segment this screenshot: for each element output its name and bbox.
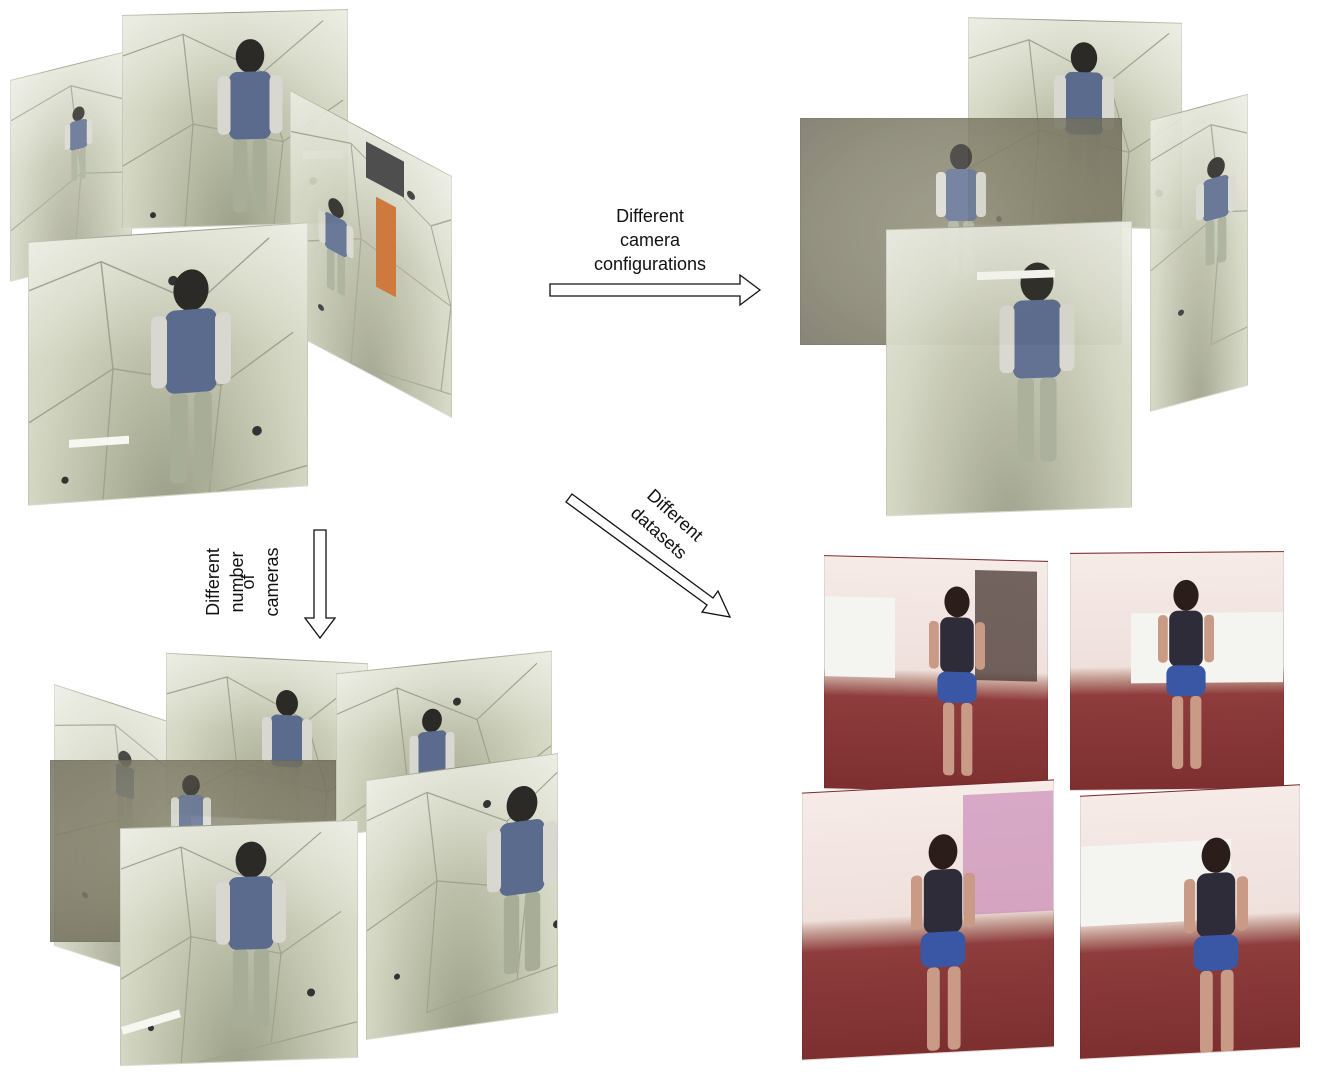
camera-view	[28, 222, 308, 506]
label-line: cameras	[262, 547, 282, 617]
camera-configurations-label: Different camera configurations	[585, 204, 715, 276]
camera-view	[802, 779, 1054, 1061]
label-line: of	[238, 574, 258, 590]
camera-number-group	[40, 640, 570, 1070]
label-line: configurations	[593, 254, 707, 274]
dataset-group	[796, 546, 1306, 1062]
camera-view	[1070, 551, 1284, 791]
datasets-arrow	[565, 493, 732, 618]
number-of-cameras-arrow	[303, 529, 337, 640]
camera-view	[366, 753, 558, 1040]
label-line: Different	[616, 206, 684, 226]
camera-view	[1080, 784, 1300, 1060]
label-line: Different	[203, 548, 223, 616]
camera-view	[824, 555, 1048, 795]
camera-configuration-group	[790, 10, 1260, 530]
number-of-cameras-label-2: of cameras	[236, 517, 284, 647]
camera-configurations-arrow	[549, 273, 762, 307]
source-multiview-group	[0, 0, 500, 506]
label-line: camera	[619, 230, 681, 250]
camera-view	[1150, 93, 1248, 413]
camera-view	[886, 220, 1132, 517]
camera-view	[120, 819, 358, 1067]
camera-view	[290, 90, 452, 419]
